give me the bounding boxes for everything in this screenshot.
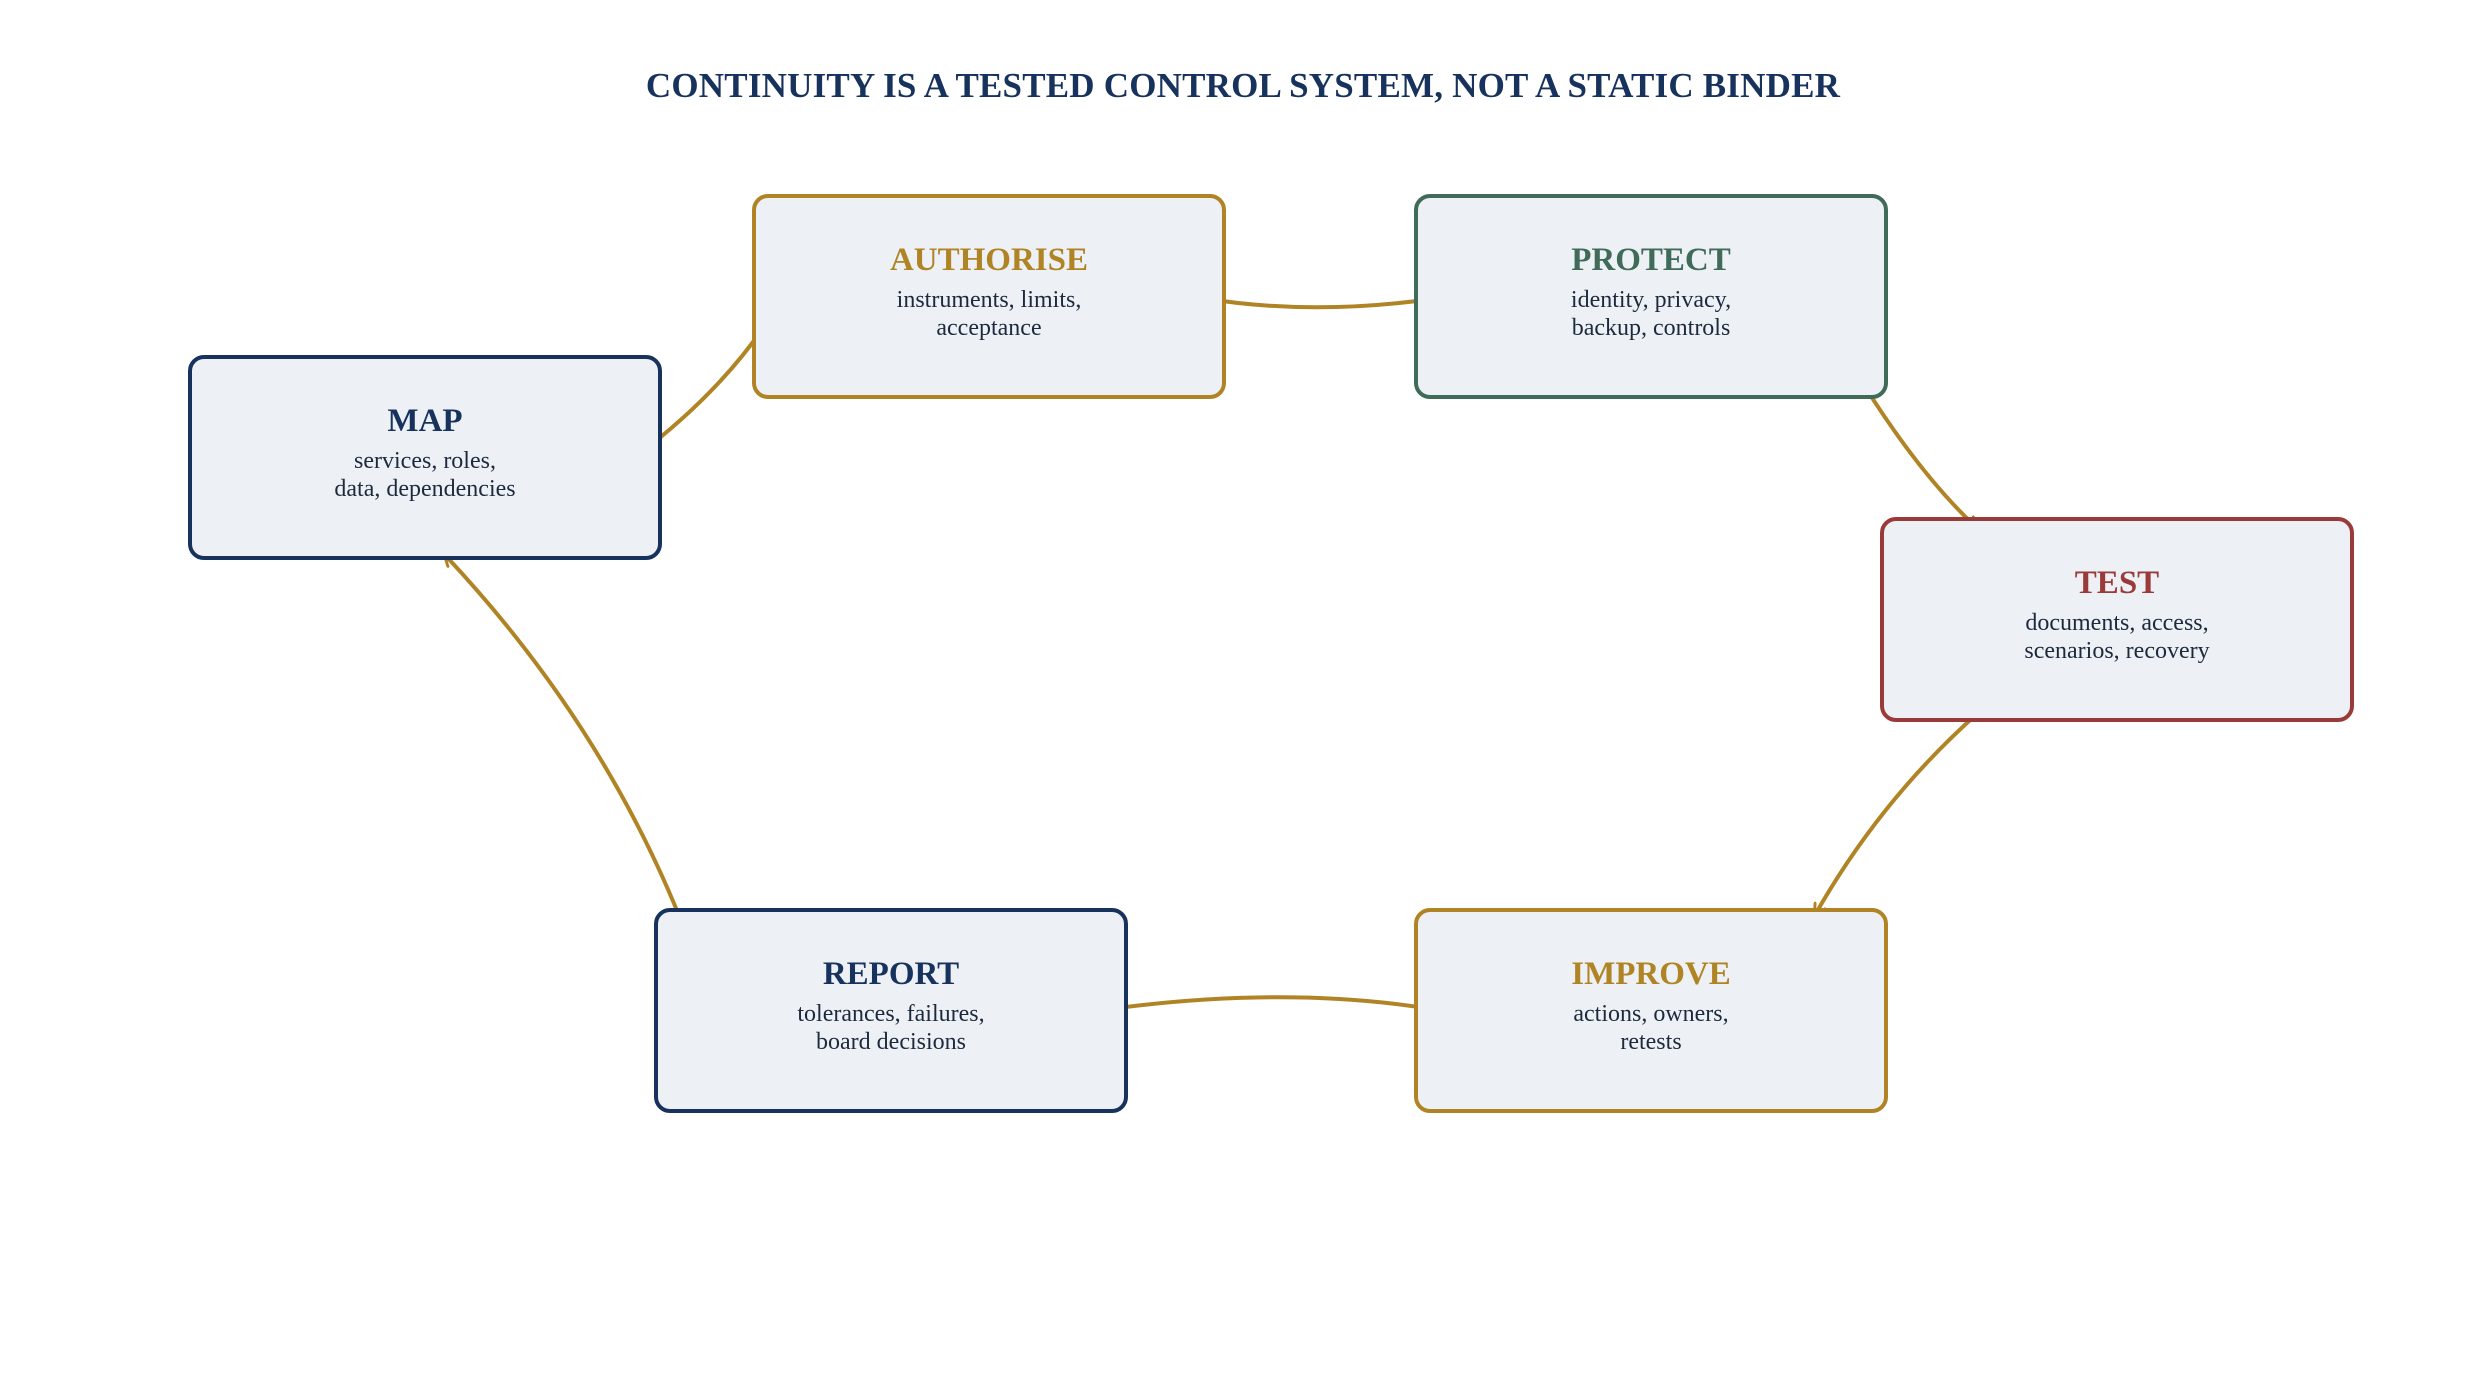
diagram-title: CONTINUITY IS A TESTED CONTROL SYSTEM, N… (645, 66, 1841, 105)
step-map-title: MAP (387, 403, 463, 439)
step-test: TEST documents, access, scenarios, recov… (1880, 517, 2354, 722)
step-map-line-2: data, dependencies (334, 476, 516, 502)
step-map-line-1: services, roles, (354, 448, 496, 474)
arrow-authorise-to-protect (1201, 298, 1432, 310)
step-protect-line-1: identity, privacy, (1570, 287, 1732, 313)
arrow-test-to-improve (1815, 711, 1980, 915)
step-report-title: REPORT (822, 956, 960, 992)
step-improve-line-2: retests (1620, 1029, 1682, 1055)
step-report-line-2: board decisions (816, 1029, 966, 1055)
step-improve: IMPROVE actions, owners, retests (1414, 908, 1888, 1113)
step-improve-title: IMPROVE (1571, 956, 1731, 992)
step-authorise-line-1: instruments, limits, (896, 287, 1082, 313)
step-authorise-title: AUTHORISE (889, 242, 1089, 278)
step-authorise: AUTHORISE instruments, limits, acceptanc… (752, 194, 1226, 399)
step-report-description: tolerances, failures, board decisions (658, 1000, 1124, 1056)
step-improve-line-1: actions, owners, (1573, 1001, 1729, 1027)
step-report: REPORT tolerances, failures, board decis… (654, 908, 1128, 1113)
arrow-report-to-map (445, 555, 682, 919)
step-improve-description: actions, owners, retests (1418, 1000, 1884, 1056)
step-test-description: documents, access, scenarios, recovery (1884, 609, 2350, 665)
step-protect-description: identity, privacy, backup, controls (1418, 286, 1884, 342)
step-map-description: services, roles, data, dependencies (192, 447, 658, 503)
step-authorise-line-2: acceptance (936, 315, 1042, 341)
step-protect-title: PROTECT (1571, 242, 1731, 278)
step-test-line-2: scenarios, recovery (2024, 638, 2210, 664)
arrow-improve-to-report (1110, 995, 1439, 1010)
step-protect-line-2: backup, controls (1571, 315, 1731, 341)
step-report-line-1: tolerances, failures, (797, 1001, 985, 1027)
step-map: MAP services, roles, data, dependencies (188, 355, 662, 560)
step-test-title: TEST (2074, 565, 2160, 601)
arrow-protect-to-test (1860, 380, 1977, 528)
step-test-line-1: documents, access, (2025, 610, 2209, 636)
step-protect: PROTECT identity, privacy, backup, contr… (1414, 194, 1888, 399)
step-authorise-description: instruments, limits, acceptance (756, 286, 1222, 342)
